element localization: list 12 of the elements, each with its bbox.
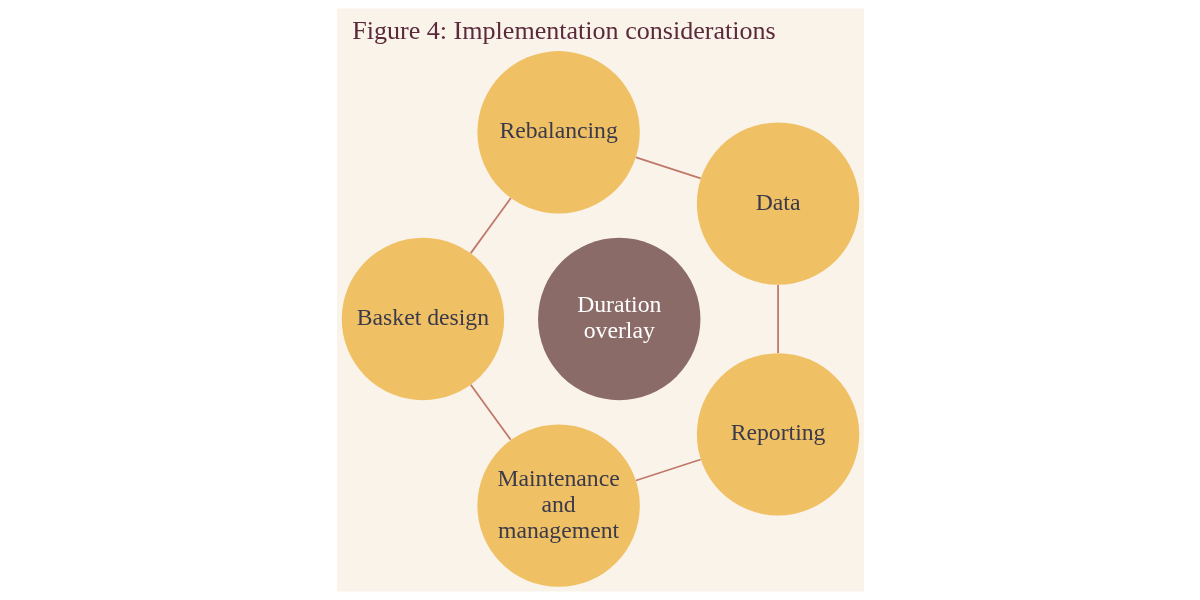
node-circle: Duration overlay xyxy=(537,237,700,401)
connector xyxy=(634,156,702,180)
node-circle: Data xyxy=(696,122,859,285)
node-circle: Reporting xyxy=(696,353,859,516)
connector xyxy=(776,284,779,354)
connector xyxy=(634,458,702,482)
connector xyxy=(469,383,512,441)
node-circle: Rebalancing xyxy=(476,51,640,214)
node-circle: Basket design xyxy=(341,237,504,401)
diagram-title: Figure 4: Implementation considerations xyxy=(351,15,776,45)
node-circle: Maintenance and management xyxy=(476,424,640,587)
connector xyxy=(469,197,512,254)
